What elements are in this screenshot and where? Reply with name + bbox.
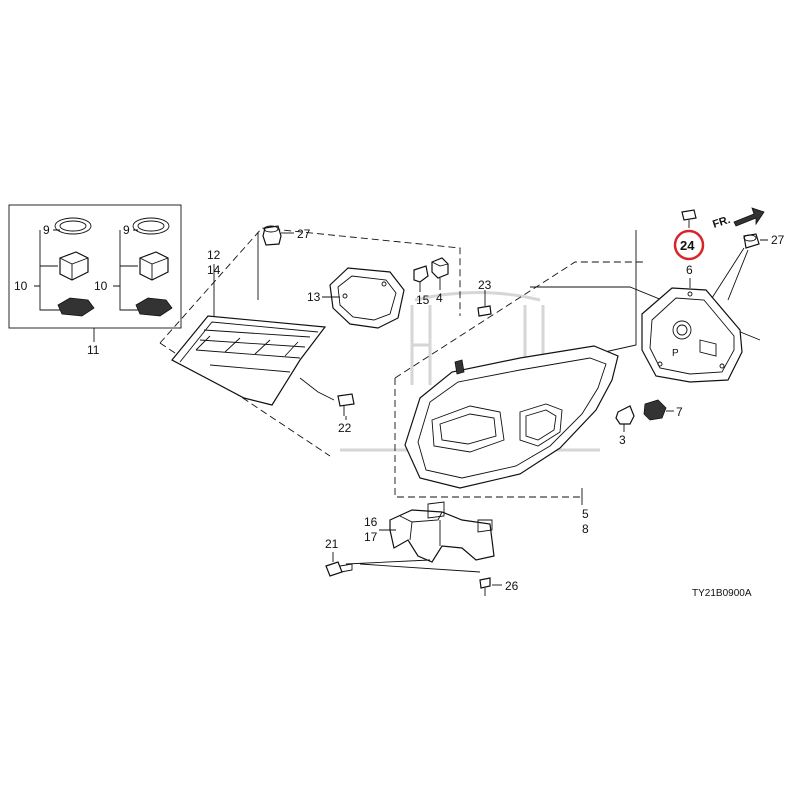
callout-21: 21 — [325, 537, 339, 551]
socket-4 — [431, 257, 449, 290]
callout-14: 14 — [207, 263, 221, 277]
nut-27-right — [711, 233, 768, 301]
callout-7: 7 — [676, 405, 683, 419]
callout-5: 5 — [582, 507, 589, 521]
bulb-3 — [615, 405, 635, 432]
callout-9-right: 9 — [123, 223, 130, 237]
screw-22 — [337, 393, 355, 420]
socket-left — [59, 251, 89, 281]
inner-lamp-group — [159, 227, 461, 457]
callout-13: 13 — [307, 290, 321, 304]
connector-right — [135, 297, 173, 317]
highlight-ring — [673, 229, 705, 261]
gasket-13 — [322, 267, 405, 329]
callout-4: 4 — [436, 291, 443, 305]
callout-10-left: 10 — [14, 279, 28, 293]
callout-27-left: 27 — [297, 227, 311, 241]
callout-12: 12 — [207, 248, 221, 262]
callout-3: 3 — [619, 433, 626, 447]
callout-10-right: 10 — [94, 279, 108, 293]
callout-23: 23 — [478, 278, 492, 292]
clip-15 — [413, 265, 429, 292]
screw-26 — [479, 577, 502, 596]
gasket-right — [132, 217, 170, 235]
socket-group-box — [8, 204, 182, 342]
socket-right — [139, 251, 169, 281]
callout-27-right: 27 — [771, 233, 785, 247]
bolt-23 — [477, 290, 492, 317]
screw-24 — [673, 209, 705, 261]
bracket-16-17 — [379, 501, 495, 563]
nut-27-left — [262, 225, 294, 246]
callout-22: 22 — [338, 421, 352, 435]
callout-8: 8 — [582, 522, 589, 536]
inner-tail-lamp — [171, 315, 327, 406]
gasket-left — [54, 217, 92, 235]
callout-17: 17 — [364, 530, 378, 544]
svg-text:P: P — [672, 348, 679, 359]
socket-7 — [643, 399, 674, 421]
diagram-code: TY21B0900A — [692, 588, 752, 599]
front-arrow-indicator: FR. — [711, 207, 765, 231]
callout-24: 24 — [680, 238, 695, 253]
callout-9-left: 9 — [43, 223, 50, 237]
callout-26: 26 — [505, 579, 519, 593]
front-label: FR. — [711, 214, 732, 231]
outer-tail-lamp — [404, 345, 619, 489]
callout-11: 11 — [87, 343, 100, 357]
connector-left — [57, 297, 95, 317]
front-arrow-icon — [733, 207, 765, 227]
callout-6: 6 — [686, 263, 693, 277]
bolt-21 — [325, 552, 481, 577]
callout-15: 15 — [416, 293, 430, 307]
cover-6: P — [641, 278, 743, 383]
callout-16: 16 — [364, 515, 378, 529]
